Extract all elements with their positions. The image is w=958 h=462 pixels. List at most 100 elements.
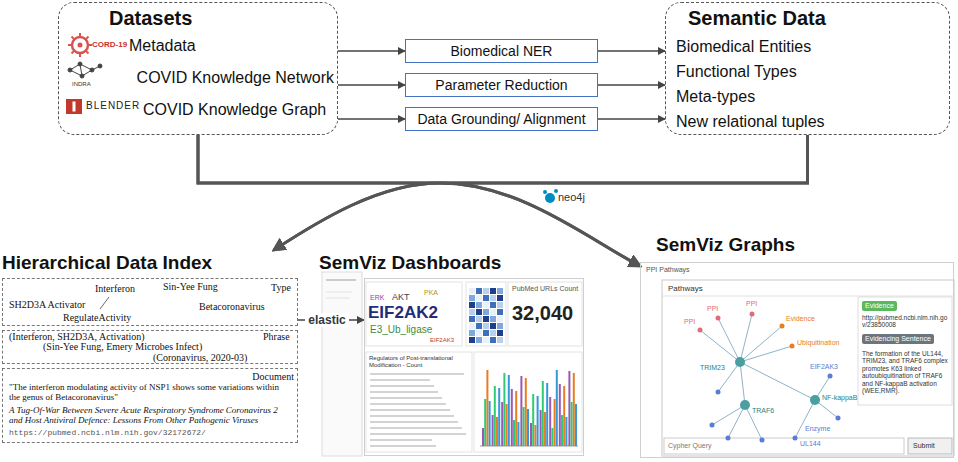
label-text: Evidence <box>862 301 897 311</box>
group-heading: Semantic Data <box>688 7 826 30</box>
heatmap-cell <box>483 323 489 329</box>
heatmap-cell <box>497 330 503 336</box>
label-text: http://pubmed.ncbi.nlm.nih.gov/23850008 <box>862 314 950 329</box>
graph-dots <box>750 312 755 317</box>
label-text: PPI Pathways <box>646 266 690 274</box>
heatmap-cell <box>490 316 496 322</box>
bar-chart-bars <box>480 370 578 446</box>
text-line <box>370 385 434 387</box>
flow-arrow <box>598 50 665 51</box>
graph-dots <box>716 390 721 395</box>
text-line <box>370 373 464 375</box>
label-text: ERK <box>370 294 384 302</box>
graph-dots <box>793 436 798 441</box>
text-line <box>370 445 436 447</box>
graph-edges <box>795 400 815 438</box>
label-text: Evidencing Sentence <box>862 334 934 344</box>
dashboard-back-card <box>326 292 352 293</box>
label-text: E3_Ub_ligase <box>370 324 432 336</box>
node-text: Interferon <box>95 283 135 295</box>
graph-dots <box>760 438 765 443</box>
bar <box>515 391 517 446</box>
text-line <box>370 391 438 393</box>
dashboard-subpanels <box>466 282 506 346</box>
process-box: Data Grounding/ Alignment <box>405 107 598 131</box>
bar <box>498 388 500 446</box>
bar <box>556 370 558 446</box>
bar <box>575 404 577 446</box>
node-text: (Sin-Yee Fung, Emery Microbes Infect) <box>43 342 202 352</box>
indra-network-icon <box>80 74 84 78</box>
heatmap-cell <box>497 309 503 315</box>
cord19-virus-icon <box>78 43 83 48</box>
heatmap-cell <box>490 337 496 343</box>
bar <box>565 417 567 446</box>
graph-edges <box>740 314 752 362</box>
node-text: Phrase <box>263 332 290 342</box>
text-line <box>370 433 466 435</box>
node-text: Sin-Yee Fung <box>163 281 218 293</box>
label-text: Cypher Query <box>668 442 712 450</box>
label-text: EIF2AK3 <box>430 337 454 344</box>
node-text: Biomedical NER <box>451 43 553 59</box>
node-text: Metadata <box>129 37 196 55</box>
graph-window <box>662 280 954 456</box>
virus-spike <box>72 51 75 54</box>
neo4j-logo-icon <box>543 190 547 194</box>
dashboard-back-card <box>326 298 350 299</box>
indra-network-icon <box>68 68 72 72</box>
label-text: Evidence <box>786 315 815 323</box>
heatmap-cell <box>476 316 482 322</box>
bar <box>492 415 494 446</box>
bar <box>537 396 539 446</box>
node-text: COVID Knowledge Graph <box>143 101 326 119</box>
node-text: Biomedical Entities <box>676 38 811 56</box>
node-text: Functional Types <box>676 63 797 81</box>
type-leader-line <box>100 297 109 309</box>
text-line <box>370 421 458 423</box>
text-line <box>370 397 442 399</box>
graph-dots <box>726 436 731 441</box>
bar <box>523 407 525 446</box>
label-text: TRIM23 <box>700 364 725 372</box>
bar <box>489 401 491 446</box>
graph-edges <box>700 314 838 440</box>
heatmap-cell <box>476 309 482 315</box>
cord19-virus-icon <box>68 33 92 57</box>
graph-edges <box>728 405 745 438</box>
heatmap-cell <box>483 316 489 322</box>
process-box: Parameter Reduction <box>405 73 598 97</box>
label-text: UL144 <box>800 440 821 448</box>
node-text: (Interferon, SH2D3A, Activation) <box>9 332 145 342</box>
virus-spike <box>88 44 92 46</box>
bar <box>530 423 532 446</box>
bar <box>573 373 575 446</box>
semantic-group: Semantic DataBiomedical EntitiesFunction… <box>665 2 950 135</box>
heatmap-cell <box>483 330 489 336</box>
label-text: PPI <box>684 318 695 326</box>
graph-dots <box>698 312 841 443</box>
label-text: Ubiquitination <box>797 339 839 347</box>
graph-dots <box>698 328 703 333</box>
node-text: SH2D3A Activator <box>9 299 85 311</box>
heatmap-cells <box>469 288 503 343</box>
label-text: EIF2AK2 <box>368 303 438 323</box>
indra-network-icon <box>98 64 102 68</box>
index-level-box: Document"The interferon modulating activ… <box>2 368 298 443</box>
neo4j-logo-icon <box>543 189 558 203</box>
label-text: Regulators of Post-translational Modific… <box>369 355 469 369</box>
heatmap-cell <box>483 295 489 301</box>
heatmap-cell <box>483 309 489 315</box>
bar <box>549 397 551 446</box>
graph-window <box>662 280 954 456</box>
bar <box>494 386 496 446</box>
node-text: Document <box>252 371 294 383</box>
label-text: CORD-19 <box>92 40 127 49</box>
bar <box>525 378 527 446</box>
blender-logo-icon <box>73 102 76 112</box>
graph-edges <box>740 362 745 405</box>
label-text: PPI <box>746 300 757 308</box>
virus-spike <box>72 37 75 40</box>
dashboard-subpanels <box>508 282 582 346</box>
heatmap-cell <box>490 330 496 336</box>
